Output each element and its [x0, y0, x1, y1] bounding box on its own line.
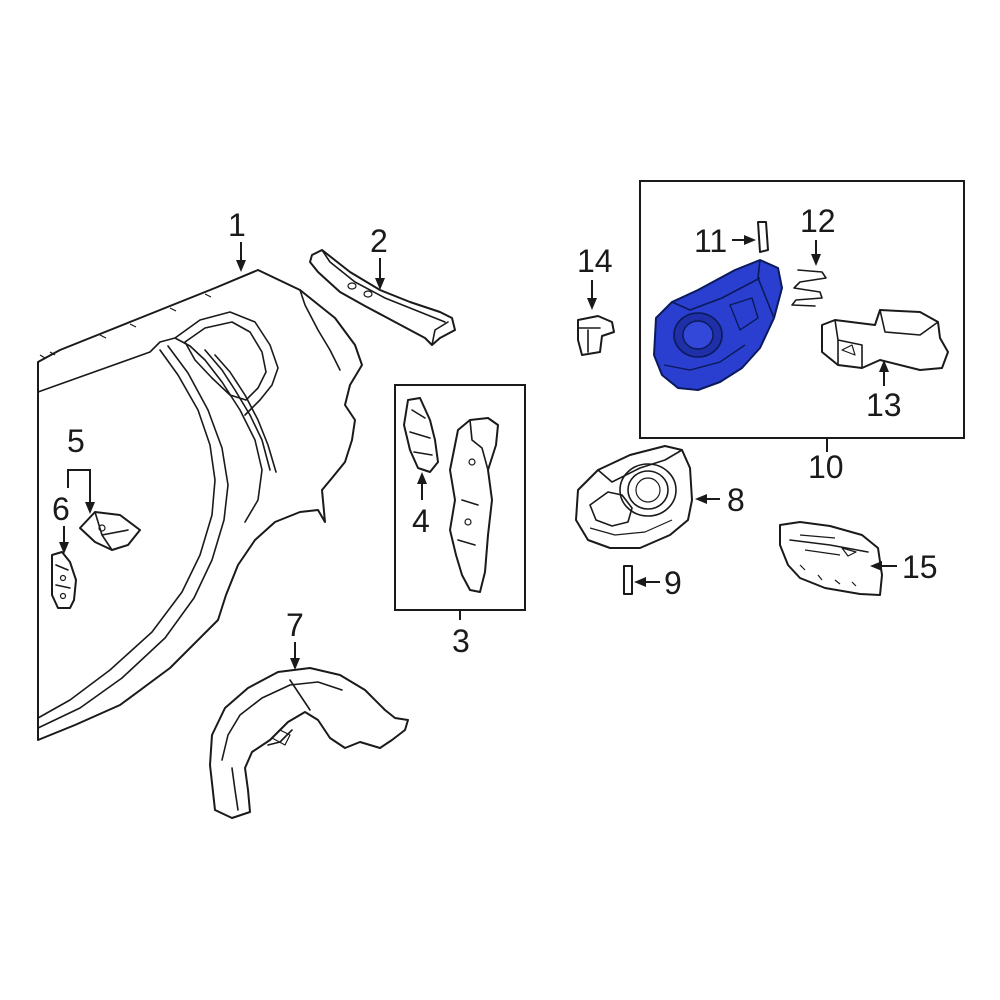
spring-part-12[interactable] — [791, 269, 827, 307]
callout-2: 2 — [370, 223, 388, 290]
callout-label-8: 8 — [727, 482, 745, 518]
reinforcement-part-3[interactable] — [449, 417, 499, 593]
callout-label-15: 15 — [902, 549, 938, 585]
callout-8: 8 — [695, 482, 745, 518]
callout-label-4: 4 — [412, 503, 430, 539]
group-box-part-3: 3 — [394, 384, 526, 659]
quarter-panel-part-1[interactable] — [37, 269, 363, 741]
callout-7: 7 — [286, 607, 304, 670]
callout-5: 5 — [67, 423, 95, 514]
group-box-part-10: 10 — [639, 180, 965, 485]
callout-4: 4 — [412, 472, 430, 539]
callout-11: 11 — [694, 223, 756, 259]
callout-label-2: 2 — [370, 223, 388, 259]
pin-part-9[interactable] — [623, 565, 633, 595]
callout-13: 13 — [866, 360, 902, 423]
callout-label-9: 9 — [664, 565, 682, 601]
callout-label-10: 10 — [808, 449, 844, 485]
callout-15: 15 — [870, 549, 938, 585]
pin-part-11[interactable] — [757, 221, 769, 253]
callout-1: 1 — [228, 207, 246, 272]
bracket-part-5[interactable] — [79, 511, 141, 551]
callout-label-11: 11 — [694, 223, 727, 259]
fuel-door-housing-part-10[interactable] — [653, 259, 783, 391]
callout-label-6: 6 — [52, 491, 70, 527]
callout-label-7: 7 — [286, 607, 304, 643]
callout-label-14: 14 — [577, 243, 613, 279]
bracket-part-4[interactable] — [403, 397, 439, 473]
callout-6: 6 — [52, 491, 70, 554]
callout-label-1: 1 — [228, 207, 246, 243]
wheelhouse-liner-part-7[interactable] — [209, 667, 409, 819]
bracket-part-13[interactable] — [821, 309, 949, 371]
fuel-filler-pocket-part-8[interactable] — [575, 445, 693, 549]
fuel-door-part-15[interactable] — [779, 521, 883, 596]
bracket-part-6[interactable] — [51, 551, 77, 609]
callout-12: 12 — [800, 203, 836, 266]
callout-label-13: 13 — [866, 387, 902, 423]
upper-rail-part-2[interactable] — [309, 249, 456, 346]
callout-label-12: 12 — [800, 203, 836, 239]
callout-14: 14 — [577, 243, 613, 310]
callout-label-3: 3 — [452, 623, 470, 659]
actuator-part-14[interactable] — [577, 315, 615, 356]
callout-label-5: 5 — [67, 423, 85, 459]
callout-9: 9 — [634, 565, 682, 601]
